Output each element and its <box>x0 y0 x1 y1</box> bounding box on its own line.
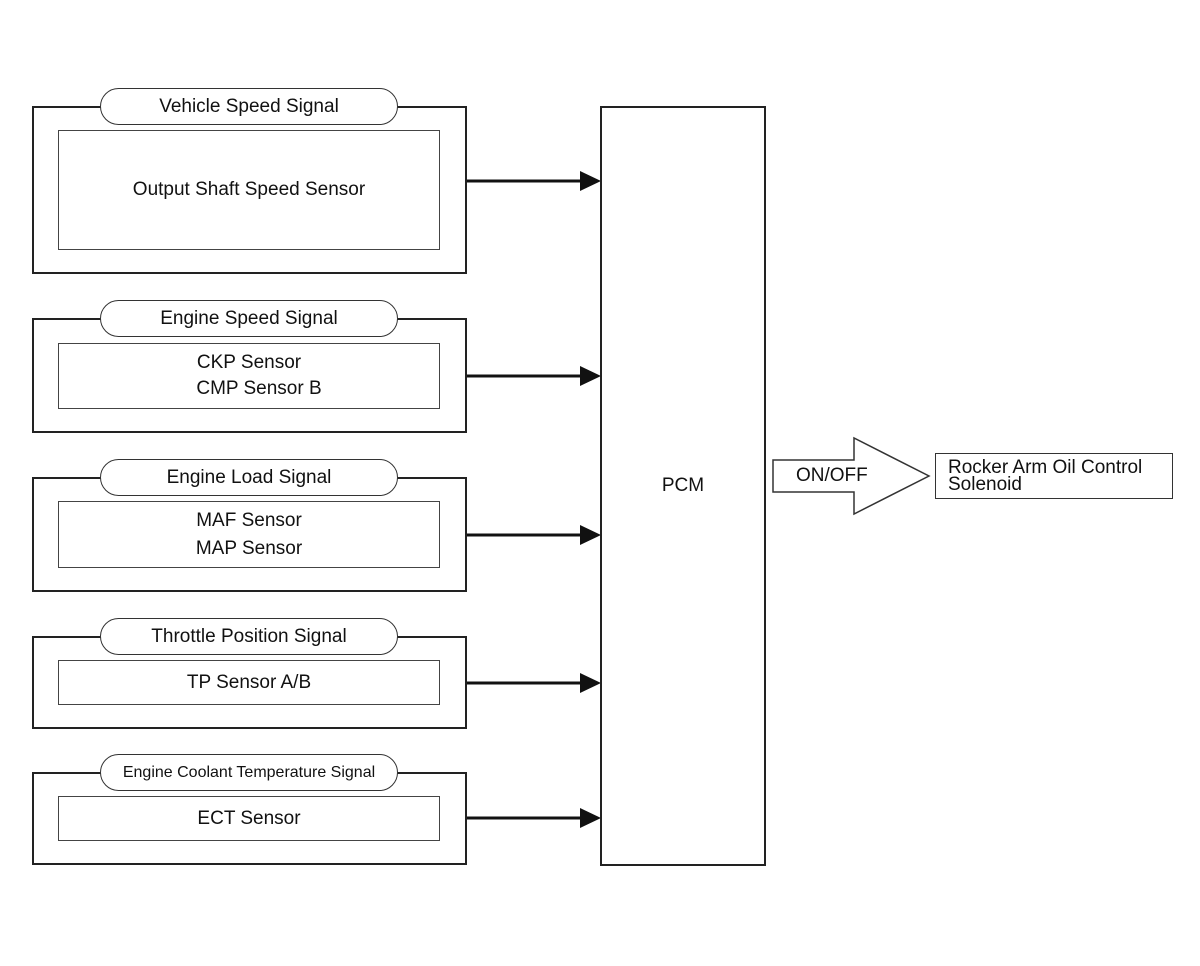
sensor-box-vehicle-speed: Output Shaft Speed Sensor <box>58 130 440 250</box>
sensor-box-engine-speed: CKP Sensor CMP Sensor B <box>58 343 440 409</box>
signal-label-engine-speed: Engine Speed Signal <box>100 300 398 337</box>
sensor-label: MAP Sensor <box>195 537 303 559</box>
output-label-line2: Solenoid <box>948 474 1022 495</box>
arrowhead-throttle-position <box>580 673 601 693</box>
sensor-label: ECT Sensor <box>197 807 301 829</box>
sensor-label: CKP Sensor <box>196 352 302 373</box>
sensor-box-throttle-position: TP Sensor A/B <box>58 660 440 705</box>
sensor-label: TP Sensor A/B <box>186 671 312 693</box>
pcm-block: PCM <box>600 106 766 866</box>
arrowhead-engine-speed <box>580 366 601 386</box>
arrowhead-coolant-temp <box>580 808 601 828</box>
output-block-arrow <box>772 436 931 516</box>
arrowhead-vehicle-speed <box>580 171 601 191</box>
output-arrow-label: ON/OFF <box>796 465 868 486</box>
output-solenoid-box: Rocker Arm Oil Control Solenoid <box>935 453 1173 499</box>
pcm-label: PCM <box>661 475 705 496</box>
sensor-label: Output Shaft Speed Sensor <box>132 179 366 200</box>
signal-label-throttle-position: Throttle Position Signal <box>100 618 398 655</box>
signal-label-engine-load: Engine Load Signal <box>100 459 398 496</box>
arrowhead-engine-load <box>580 525 601 545</box>
sensor-box-engine-load: MAF Sensor MAP Sensor <box>58 501 440 568</box>
sensor-label: MAF Sensor <box>196 509 302 531</box>
signal-label-vehicle-speed: Vehicle Speed Signal <box>100 88 398 125</box>
output-label-line1: Rocker Arm Oil Control <box>948 457 1143 478</box>
sensor-box-coolant-temp: ECT Sensor <box>58 796 440 841</box>
sensor-label: CMP Sensor B <box>196 378 322 399</box>
signal-label-coolant-temp: Engine Coolant Temperature Signal <box>100 754 398 791</box>
